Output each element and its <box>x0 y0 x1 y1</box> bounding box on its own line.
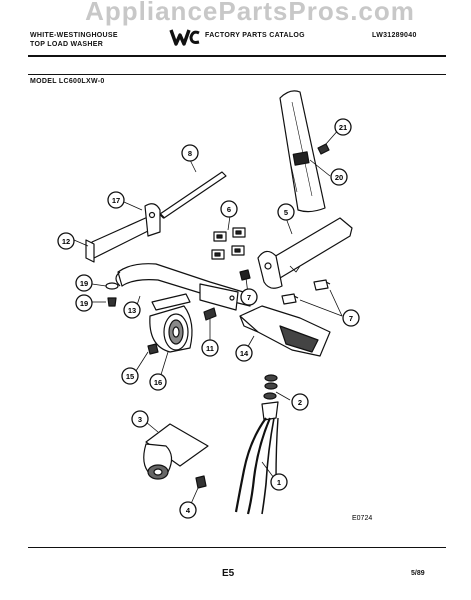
callout-4: 4 <box>179 501 197 519</box>
svg-text:15: 15 <box>126 372 134 381</box>
callout-16: 16 <box>149 373 167 391</box>
callout-17: 17 <box>107 191 125 209</box>
document-number: LW31289040 <box>372 32 417 39</box>
callout-2: 2 <box>291 393 309 411</box>
part-screw-21 <box>317 143 330 155</box>
callout-21: 21 <box>334 118 352 136</box>
callout-20: 20 <box>330 168 348 186</box>
part-screw-4 <box>195 475 207 489</box>
footer-rule <box>28 547 446 548</box>
part-rod <box>159 171 227 219</box>
callout-markers: 21 20 8 17 12 6 5 19 19 13 7 7 11 14 15 … <box>57 118 360 519</box>
leader-lines <box>73 127 343 507</box>
part-latch-arm <box>257 217 353 289</box>
part-pin-8 <box>239 269 251 281</box>
svg-text:12: 12 <box>62 237 70 246</box>
header-rule <box>28 55 446 57</box>
callout-15: 15 <box>121 367 139 385</box>
callout-8: 7 <box>240 288 258 306</box>
callout-19: 19 <box>75 274 93 292</box>
callout-1: 1 <box>270 473 288 491</box>
figure-code: E0724 <box>352 515 372 522</box>
callout-3: 3 <box>131 410 149 428</box>
brand-line-1: WHITE-WESTINGHOUSE <box>30 32 118 39</box>
part-screws-7 <box>281 279 331 305</box>
svg-text:11: 11 <box>206 344 214 353</box>
part-pedal <box>239 305 331 357</box>
callout-11: 11 <box>201 339 219 357</box>
svg-text:17: 17 <box>112 196 120 205</box>
part-washers-19 <box>105 282 119 307</box>
callout-6: 6 <box>220 200 238 218</box>
svg-text:14: 14 <box>240 349 249 358</box>
svg-text:6: 6 <box>227 205 231 214</box>
svg-text:5: 5 <box>284 208 288 217</box>
svg-text:1: 1 <box>277 478 281 487</box>
svg-text:21: 21 <box>339 123 347 132</box>
callout-7: 7 <box>342 309 360 327</box>
svg-text:2: 2 <box>298 398 302 407</box>
part-clips <box>211 227 246 260</box>
callout-5: 5 <box>277 203 295 221</box>
callout-9: 8 <box>181 144 199 162</box>
watermark: AppliancePartsPros.com <box>85 0 415 26</box>
model-rule <box>28 74 446 75</box>
callout-13: 13 <box>123 301 141 319</box>
part-hoses <box>234 417 279 515</box>
svg-text:13: 13 <box>128 306 136 315</box>
part-bracket-plate <box>279 90 326 213</box>
callout-19-lower: 19 <box>75 294 93 312</box>
svg-text:19: 19 <box>80 279 88 288</box>
catalog-title: FACTORY PARTS CATALOG <box>205 32 305 39</box>
part-mounting-bracket <box>85 203 161 263</box>
svg-text:7: 7 <box>247 293 251 302</box>
model-label: MODEL LC600LXW-0 <box>30 78 105 85</box>
part-screw-15 <box>147 343 159 355</box>
part-caster-wheel <box>149 293 193 353</box>
callout-14: 14 <box>235 344 253 362</box>
revision-date: 5/89 <box>411 570 425 577</box>
svg-text:4: 4 <box>186 506 191 515</box>
part-caster-3 <box>143 423 209 480</box>
wci-logo-icon <box>169 29 200 46</box>
svg-text:8: 8 <box>188 149 192 158</box>
part-screw-11 <box>203 307 217 321</box>
brand-line-2: TOP LOAD WASHER <box>30 41 104 48</box>
callout-12: 12 <box>57 232 75 250</box>
svg-text:19: 19 <box>80 299 88 308</box>
svg-text:16: 16 <box>154 378 162 387</box>
svg-text:7: 7 <box>349 314 353 323</box>
part-lever-arm <box>115 263 251 311</box>
part-nozzle <box>261 374 279 421</box>
svg-text:3: 3 <box>138 415 142 424</box>
page-number: E5 <box>222 568 235 579</box>
svg-text:20: 20 <box>335 173 343 182</box>
